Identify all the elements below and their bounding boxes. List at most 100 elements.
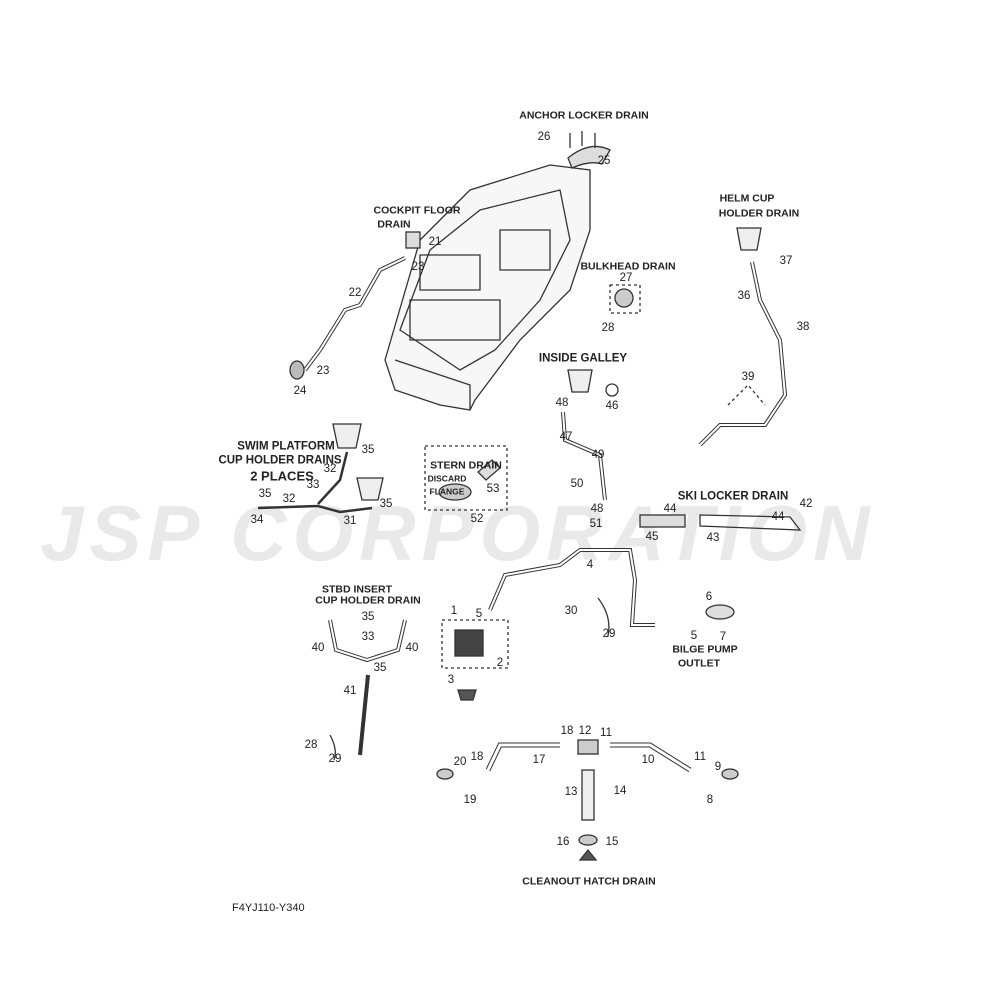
callout: 33: [361, 631, 375, 643]
callout: 12: [578, 725, 592, 737]
callout: 50: [570, 478, 584, 490]
callout: 23: [316, 365, 330, 377]
callout: 25: [597, 155, 611, 167]
callout: 48: [555, 397, 569, 409]
callout: 5: [690, 630, 698, 642]
callout: 9: [714, 761, 722, 773]
callout: 13: [564, 786, 578, 798]
callout: 51: [589, 518, 603, 530]
callout: 53: [486, 483, 500, 495]
callout: 19: [463, 794, 477, 806]
callout: 39: [741, 371, 755, 383]
callout: 36: [737, 290, 751, 302]
label-discard: DISCARD: [427, 473, 467, 484]
callout: 2: [496, 657, 504, 669]
title-helm-cup: HELM CUP: [719, 192, 775, 205]
bilge-hose: [488, 548, 735, 637]
callout: 31: [343, 515, 357, 527]
callout: 18: [470, 751, 484, 763]
title-bulkhead-drain: BULKHEAD DRAIN: [580, 260, 676, 273]
callout: 35: [373, 662, 387, 674]
callout: 32: [323, 463, 337, 475]
callout: 35: [361, 611, 375, 623]
diagram-code: F4YJ110-Y340: [232, 902, 305, 914]
callout: 32: [282, 493, 296, 505]
title-helm-cup-2: HOLDER DRAIN: [718, 207, 800, 220]
callout: 3: [447, 674, 455, 686]
callout: 40: [405, 642, 419, 654]
callout: 27: [619, 272, 633, 284]
title-cockpit-floor-drain-2: DRAIN: [377, 218, 411, 231]
callout: 5: [475, 608, 483, 620]
callout: 8: [706, 794, 714, 806]
callout: 34: [250, 514, 264, 526]
callout: 18: [560, 725, 574, 737]
callout: 40: [311, 642, 325, 654]
callout: 35: [361, 444, 375, 456]
callout: 44: [663, 503, 677, 515]
title-cleanout-hatch-drain: CLEANOUT HATCH DRAIN: [522, 875, 656, 888]
callout: 11: [600, 727, 612, 739]
callout: 48: [590, 503, 604, 515]
callout: 41: [343, 685, 357, 697]
cockpit-drain-hose: [289, 231, 421, 380]
callout: 52: [470, 513, 484, 525]
callout: 7: [719, 631, 727, 643]
watermark: JSP CORPORATION: [40, 489, 876, 577]
label-flange: FLANGE: [429, 486, 465, 497]
title-swim-platform: SWIM PLATFORM: [237, 440, 335, 453]
callout: 45: [645, 531, 659, 543]
title-bilge-pump-2: OUTLET: [678, 657, 720, 670]
stbd-cup-holder-hoses: [328, 619, 407, 761]
title-bilge-pump: BILGE PUMP: [672, 643, 738, 656]
callout: 44: [771, 511, 785, 523]
title-cockpit-floor-drain: COCKPIT FLOOR: [373, 204, 461, 217]
callout: 14: [613, 785, 627, 797]
callout: 1: [450, 605, 458, 617]
stern-drain-box: [424, 445, 508, 511]
callout: 33: [306, 479, 320, 491]
callout: 30: [564, 605, 578, 617]
callout: 10: [641, 754, 655, 766]
swim-platform-hoses: [257, 423, 384, 514]
callout: 24: [293, 385, 307, 397]
callout: 35: [258, 488, 272, 500]
title-inside-galley: INSIDE GALLEY: [538, 352, 628, 365]
bulkhead-drain-part: [609, 284, 641, 314]
galley-hose: [561, 369, 619, 501]
callout: 11: [694, 751, 706, 763]
title-anchor-locker-drain: ANCHOR LOCKER DRAIN: [519, 109, 649, 122]
title-swim-platform-2: CUP HOLDER DRAINS: [218, 454, 342, 467]
callout: 23: [411, 261, 425, 273]
helm-cup-holder-hose: [698, 227, 788, 447]
callout: 37: [779, 255, 793, 267]
callout: 43: [706, 532, 720, 544]
callout: 17: [532, 754, 546, 766]
callout: 6: [705, 591, 713, 603]
title-stbd-insert-2: CUP HOLDER DRAIN: [315, 594, 421, 607]
callout: 29: [602, 628, 616, 640]
callout: 20: [453, 756, 467, 768]
callout: 26: [537, 131, 551, 143]
callout: 15: [605, 836, 619, 848]
ski-locker-hose: [639, 514, 802, 531]
title-swim-platform-3: 2 PLACES: [250, 468, 314, 484]
callout: 28: [304, 739, 318, 751]
callout: 16: [556, 836, 570, 848]
cleanout-hoses: [436, 739, 739, 861]
callout: 46: [605, 400, 619, 412]
callout: 42: [799, 498, 813, 510]
anchor-locker-drain-part: [567, 131, 611, 169]
callout: 29: [328, 753, 342, 765]
callout: 38: [796, 321, 810, 333]
callout: 4: [586, 559, 594, 571]
callout: 21: [428, 236, 442, 248]
callout: 22: [348, 287, 362, 299]
callout: 49: [591, 449, 605, 461]
title-stern-drain: STERN DRAIN: [430, 459, 502, 472]
title-stbd-insert: STBD INSERT: [321, 583, 393, 596]
callout: 28: [601, 322, 615, 334]
boat-hull: [384, 164, 591, 411]
